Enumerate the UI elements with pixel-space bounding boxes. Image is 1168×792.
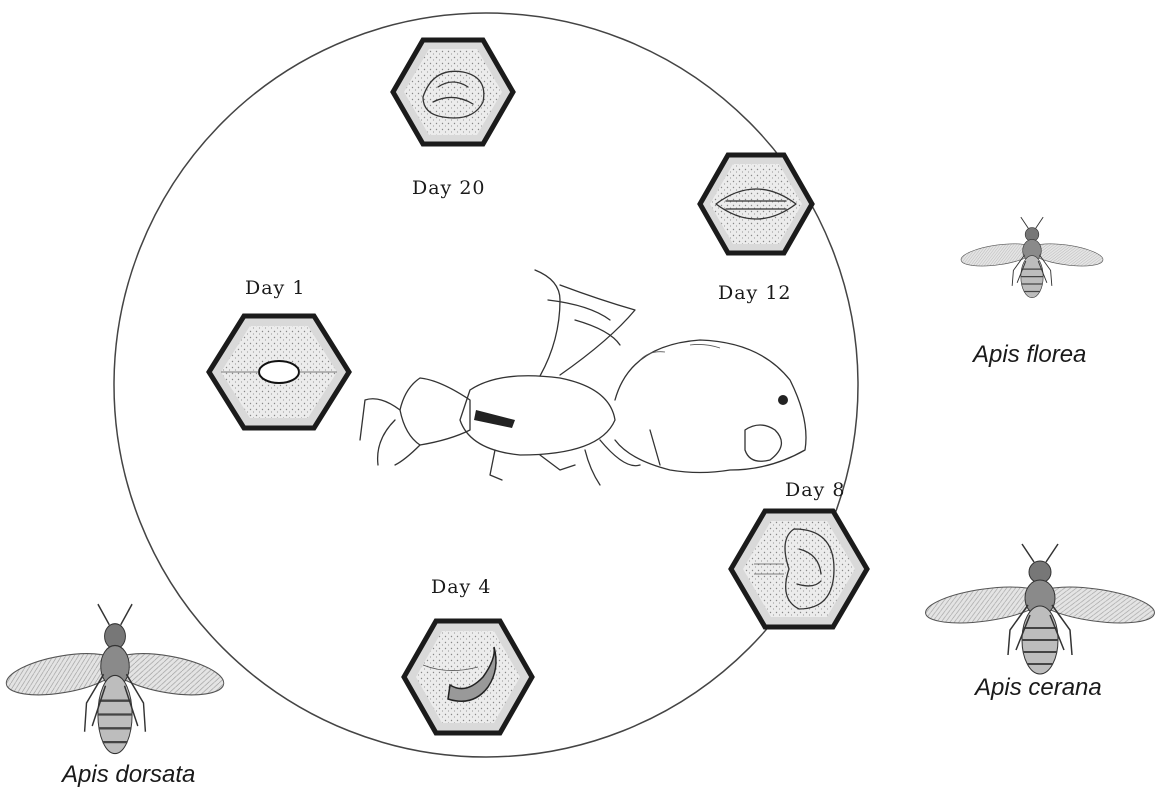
label-day-20: Day 20 xyxy=(412,177,486,199)
cell-day-20 xyxy=(393,40,513,144)
label-day-8: Day 8 xyxy=(785,479,845,501)
label-day-4: Day 4 xyxy=(431,576,491,598)
cell-day-4 xyxy=(404,621,532,733)
bee-apis-cerana xyxy=(923,544,1156,674)
bee-apis-florea xyxy=(960,217,1105,298)
bee-apis-dorsata xyxy=(4,604,226,754)
label-apis-florea-visible: Apis florea xyxy=(971,341,1086,368)
cell-day-12 xyxy=(700,155,812,253)
cell-day-1 xyxy=(209,316,349,428)
label-apis-dorsata: Apis dorsata xyxy=(60,761,195,788)
cell-day-8 xyxy=(731,511,867,627)
label-day-1: Day 1 xyxy=(245,277,305,299)
label-apis-cerana: Apis cerana xyxy=(973,674,1102,701)
label-day-12: Day 12 xyxy=(718,282,792,304)
